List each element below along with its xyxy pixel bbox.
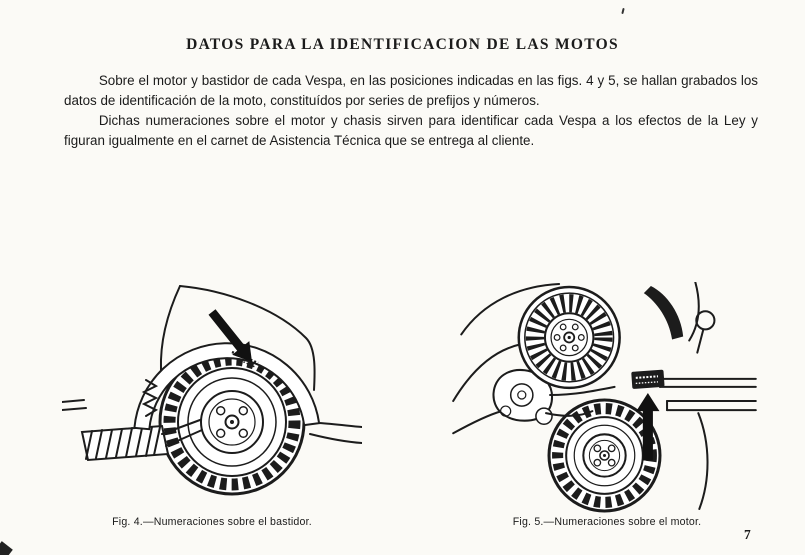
engine-serial-plate (631, 369, 665, 389)
figure-4-caption: Fig. 4.—Numeraciones sobre el bastidor. (112, 516, 312, 528)
frame-rails (658, 377, 757, 510)
figure-4 (62, 284, 362, 514)
scan-speck (621, 7, 625, 15)
figure-5 (452, 282, 757, 514)
scooter-body-lines (159, 285, 362, 444)
body-text: Sobre el motor y bastidor de cada Vespa,… (64, 71, 758, 151)
body-panel-lines (452, 283, 561, 435)
pointer-arrow (208, 309, 252, 362)
kickstart-lever (643, 282, 716, 354)
pointer-arrow (636, 392, 660, 461)
engine-case (492, 368, 616, 425)
fig5-engine-drawing (452, 282, 757, 513)
figure-5-caption: Fig. 5.—Numeraciones sobre el motor. (512, 516, 702, 528)
rear-fender (133, 342, 321, 431)
scan-corner-artifact (0, 541, 13, 555)
paragraph-2: Dichas numeraciones sobre el motor y cha… (64, 113, 758, 148)
fig4-scooter-drawing (62, 285, 362, 496)
page-number: 7 (744, 527, 751, 542)
suspension-spring (141, 379, 159, 417)
flywheel-fan (517, 285, 621, 390)
rear-wheel (158, 348, 306, 496)
floorboard (62, 399, 203, 462)
page-title: DATOS PARA LA IDENTIFICACION DE LAS MOTO… (186, 36, 619, 53)
paragraph-1: Sobre el motor y bastidor de cada Vespa,… (64, 73, 758, 108)
